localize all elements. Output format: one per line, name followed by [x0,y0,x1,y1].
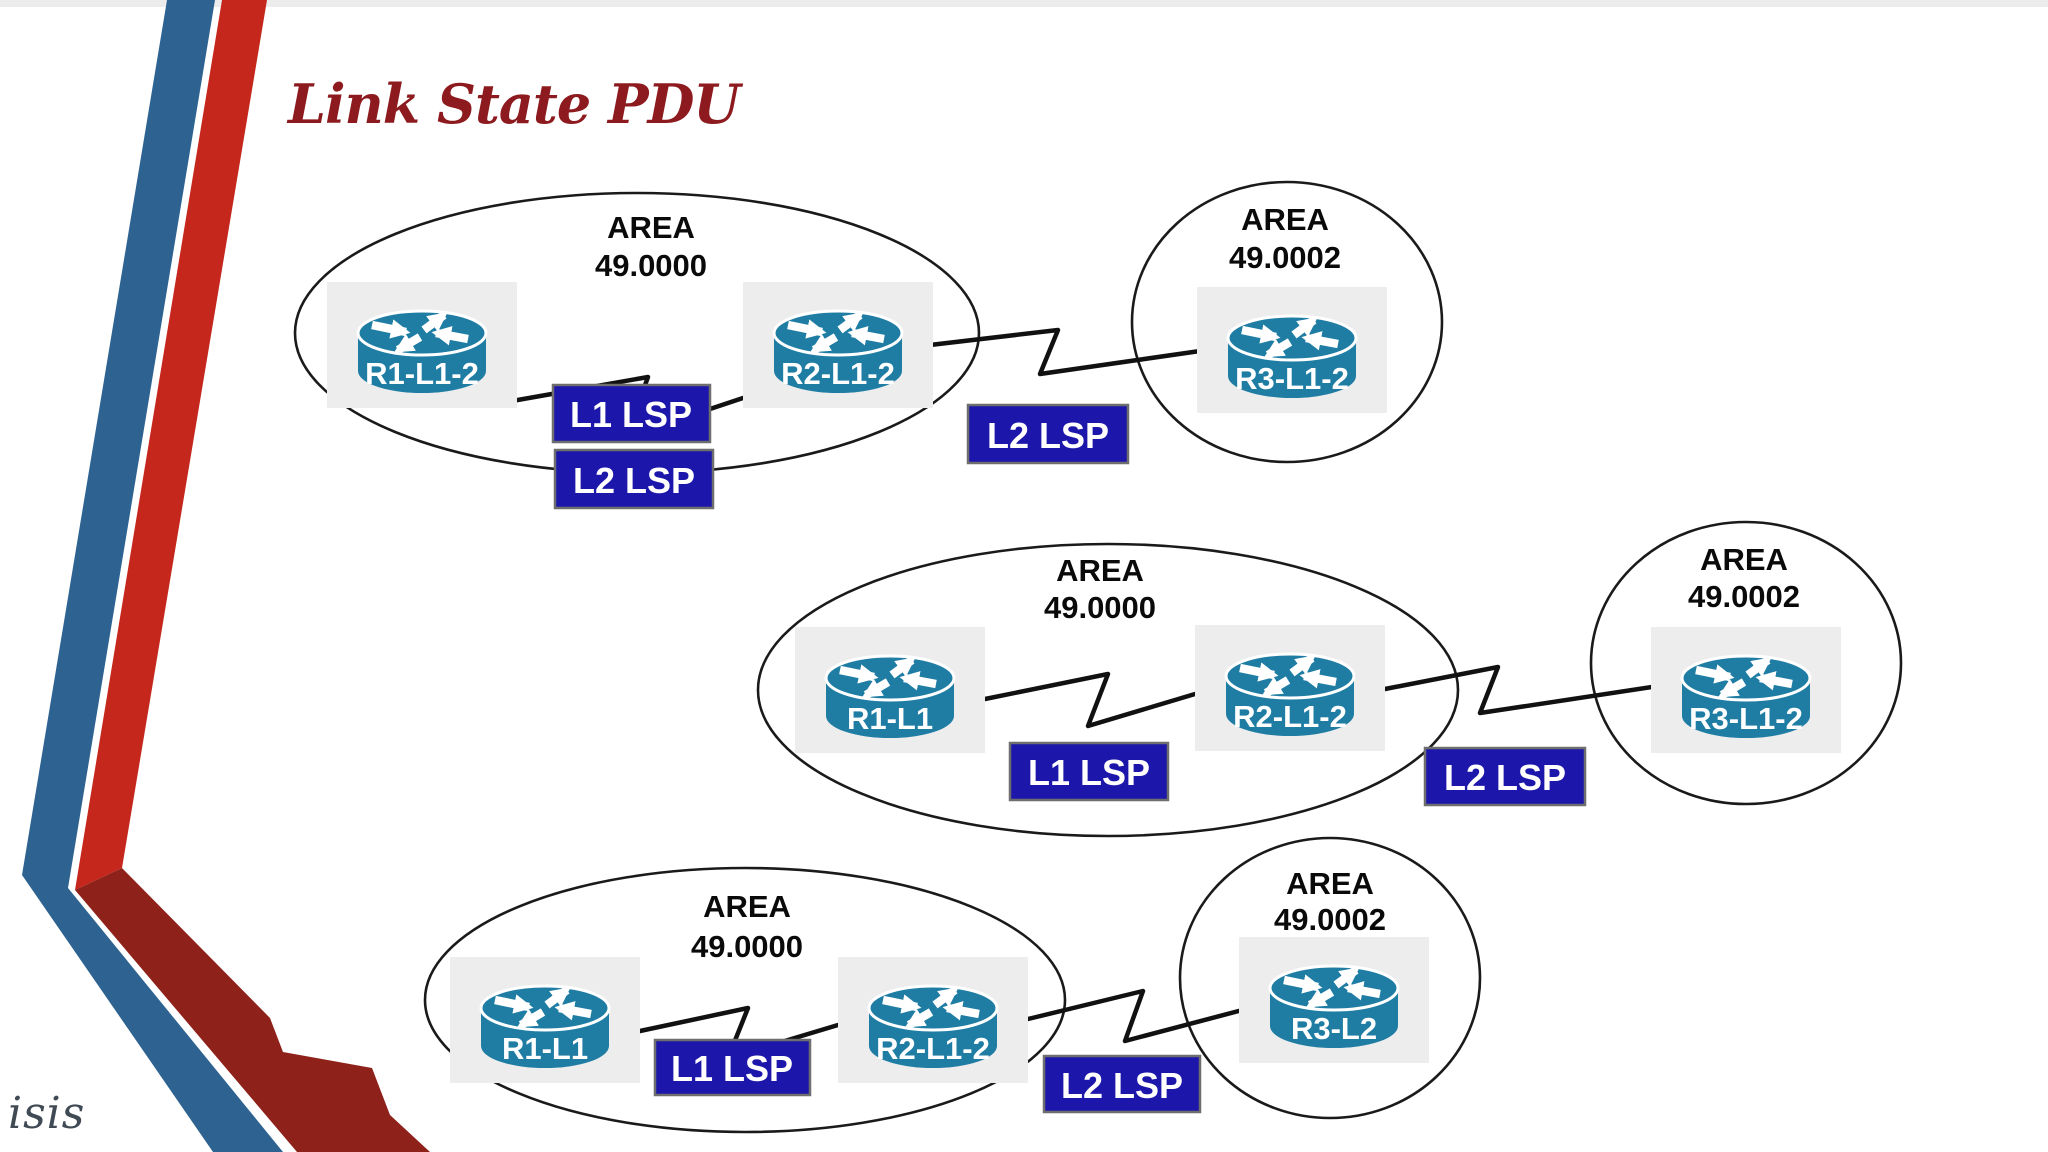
area-label-left-line1: AREA [607,210,695,245]
lsp-badge-label: L1 LSP [671,1048,793,1089]
router-label: R1-L1 [847,701,933,736]
lsp-badge-l1: L1 LSP [1008,741,1170,802]
area-label-left-line2: 49.0000 [595,248,707,283]
area-label-left-line1: AREA [703,889,791,924]
area-ellipse-left [423,866,1067,1134]
area-ellipse-right [1130,180,1444,464]
lsp-badge-l1: L1 LSP [551,383,712,444]
area-ellipse-left [756,542,1460,838]
router-label: R2-L1-2 [876,1031,990,1066]
lsp-badge-box [551,383,712,444]
area-label-right-line2: 49.0002 [1274,902,1386,937]
router-r2: R2-L1-2 [743,282,933,408]
router-r2: R2-L1-2 [1195,625,1385,751]
area-label-right-line2: 49.0002 [1229,240,1341,275]
router-label: R3-L1-2 [1235,361,1349,396]
lsp-badge-label: L2 LSP [1444,757,1566,798]
wan-link-r2-r3 [1025,988,1253,1044]
wan-link-r2-r3 [927,327,1203,377]
area-label-right-line1: AREA [1241,202,1329,237]
router-label: R1-L1-2 [365,356,479,391]
lsp-diagram-3: R1-L1 R2-L1-2 R3-L2 AREA 49.0000 AREA 49… [423,836,1482,1134]
area-ellipse-right [1178,836,1482,1120]
lsp-diagram-2: R1-L1 R2-L1-2 R3-L1-2 AREA 49.0000 AREA … [756,520,1903,838]
router-label: R2-L1-2 [781,356,895,391]
lsp-badge-box [1042,1054,1202,1114]
router-r2: R2-L1-2 [838,957,1028,1083]
lsp-badge-l1: L1 LSP [653,1038,812,1097]
lsp-badge-label: L2 LSP [573,460,695,501]
lsp-badge-box [1423,746,1587,807]
lsp-badge-label: L1 LSP [570,394,692,435]
wan-link-r2-r3 [1382,664,1655,716]
ribbon-red-top [75,0,267,890]
lsp-badge-box [1008,741,1170,802]
area-label-right-line1: AREA [1700,542,1788,577]
lsp-badge-label: L2 LSP [1061,1065,1183,1106]
router-r1: R1-L1 [795,627,985,753]
area-label-left-line1: AREA [1056,553,1144,588]
router-label: R2-L1-2 [1233,699,1347,734]
area-label-left-line2: 49.0000 [1044,590,1156,625]
router-label: R1-L1 [502,1031,588,1066]
area-label-right-line2: 49.0002 [1688,579,1800,614]
area-ellipse-right [1589,520,1903,806]
lsp-badge-l2-inner: L2 LSP [553,448,715,510]
router-r1: R1-L1 [450,957,640,1083]
lsp-badge-label: L2 LSP [987,415,1109,456]
lsp-diagram-1: R1-L1-2 R2-L1-2 R3-L1-2 AREA 49.0000 ARE… [293,180,1444,510]
top-edge-strip [0,0,2048,7]
router-r3: R3-L1-2 [1197,287,1387,413]
wan-link-r1-r2 [982,671,1198,729]
router-label: R3-L2 [1291,1011,1377,1046]
router-r3: R3-L1-2 [1651,627,1841,753]
area-label-left-line2: 49.0000 [691,929,803,964]
router-r3: R3-L2 [1239,937,1429,1063]
lsp-badge-label: L1 LSP [1028,752,1150,793]
lsp-badge-l2-interarea: L2 LSP [1042,1054,1202,1114]
ribbon-red-dark-tail [75,868,430,1152]
router-label: R3-L1-2 [1689,701,1803,736]
lsp-badge-box [553,448,715,510]
lsp-badge-box [966,403,1130,465]
lsp-badge-l2-interarea: L2 LSP [966,403,1130,465]
ribbon-blue [22,0,283,1152]
lsp-badge-l2-interarea: L2 LSP [1423,746,1587,807]
watermark-text: isis [8,1088,86,1139]
area-label-right-line1: AREA [1286,866,1374,901]
router-r1: R1-L1-2 [327,282,517,408]
lsp-badge-box [653,1038,812,1097]
page-title: Link State PDU [288,72,741,136]
